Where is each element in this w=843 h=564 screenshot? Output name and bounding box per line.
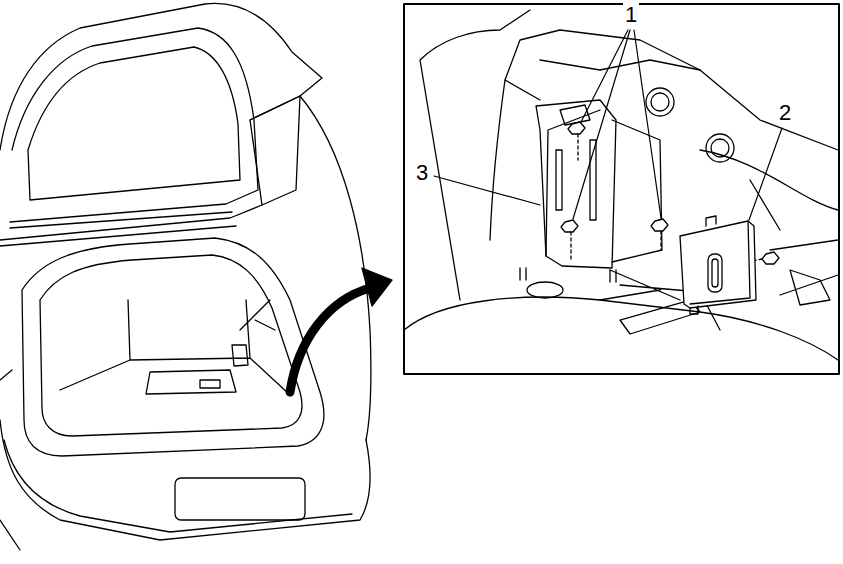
trunk-details xyxy=(200,300,275,388)
pointer-arrow-head xyxy=(362,268,392,306)
body-hole xyxy=(646,88,674,116)
license-plate-recess xyxy=(175,478,305,520)
control-module xyxy=(680,221,756,308)
inset-panel xyxy=(490,30,838,240)
body-edge xyxy=(0,370,20,550)
callout-number: 1 xyxy=(623,3,639,27)
callout-number: 3 xyxy=(414,161,430,185)
fastener xyxy=(762,252,779,264)
module-connector-inner xyxy=(712,259,718,287)
fastener xyxy=(561,220,578,232)
tailgate-outline xyxy=(0,3,322,240)
body-hole xyxy=(711,139,729,157)
leader-line xyxy=(434,176,540,205)
leader-line xyxy=(573,30,661,219)
floor-hole xyxy=(527,282,563,298)
trunk-opening xyxy=(22,238,324,456)
inset-panel xyxy=(404,297,838,360)
stud xyxy=(520,268,616,282)
bracket xyxy=(536,100,616,268)
fastener xyxy=(651,219,668,231)
body-hole xyxy=(706,134,734,162)
bumper-line xyxy=(4,440,352,532)
control-module-edge xyxy=(690,221,750,304)
tailgate-seal xyxy=(0,212,236,246)
trunk-floor xyxy=(60,300,290,395)
tailgate-strut xyxy=(250,96,300,205)
module-connector xyxy=(708,254,722,292)
bracket-flange xyxy=(546,110,662,262)
leader-line xyxy=(749,128,782,220)
module-tab xyxy=(690,216,716,314)
fastener xyxy=(568,122,585,134)
pointer-arrow xyxy=(290,288,370,392)
trunk-opening-inner xyxy=(40,255,302,436)
callout-number: 2 xyxy=(777,101,793,125)
body-side xyxy=(300,96,371,440)
rear-bumper xyxy=(0,420,370,540)
tailgate-inner xyxy=(10,28,258,222)
inset-panel xyxy=(770,240,838,305)
inset-frame xyxy=(404,4,839,374)
body-hole xyxy=(651,93,669,111)
inset-panel xyxy=(420,10,530,300)
tailgate-glass xyxy=(28,47,240,200)
